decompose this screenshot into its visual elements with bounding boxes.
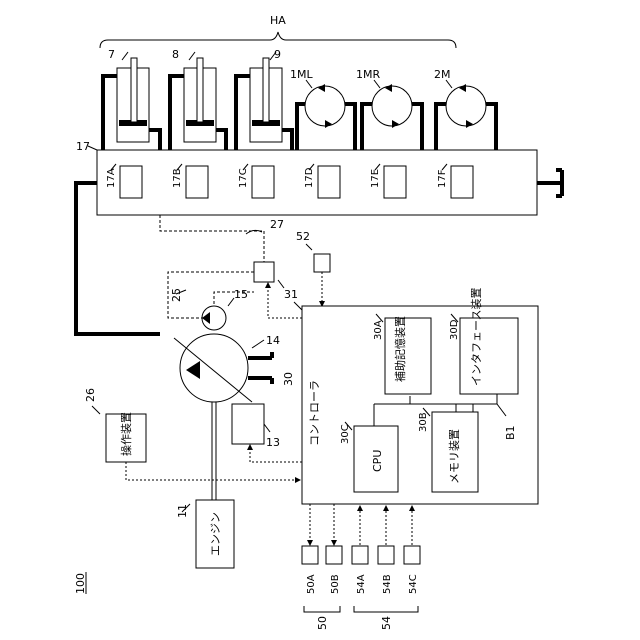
peripheral-50A: 50A (302, 504, 318, 594)
valve-17D-label: 17D (304, 167, 315, 188)
peripheral-50B: 50B (326, 504, 342, 594)
peripheral-54A: 54A (352, 506, 368, 594)
motor-1MR: 1MR (356, 68, 422, 150)
engine-shaft (212, 402, 216, 500)
valve-17B-label: 17B (172, 168, 183, 188)
ha-label: HA (270, 14, 286, 27)
peripheral-54A-label: 54A (356, 574, 367, 594)
engine-ref-label: 11 (176, 504, 189, 518)
valve-31-label: 31 (284, 288, 298, 301)
pilot-pump-15: 15 (202, 288, 248, 330)
pilot-pump-label: 15 (234, 288, 248, 301)
control-valve-block: 17 17A 17B 17C 17D 17E (76, 140, 562, 215)
valve-31: 31 (254, 262, 298, 301)
cpu-ref: 30C (340, 424, 351, 444)
valve-17C-label: 17C (238, 168, 249, 188)
regulator-label: 13 (266, 436, 280, 449)
group-50-bracket: 50 (304, 606, 340, 630)
sensor-52: 52 (296, 230, 330, 306)
motor-2M: 2M (434, 68, 496, 150)
engine-label: エンジン (209, 512, 222, 556)
valve-block-label: 17 (76, 140, 90, 153)
cylinder-9: 9 (236, 48, 292, 150)
signal-line-27-label: 27 (270, 218, 284, 231)
ha-group-brace: HA (100, 14, 456, 48)
motor-1ML: 1ML (290, 68, 355, 150)
controller-30: 30 コントローラ B1 補助記憶装置 30A インタフェース装置 30D CP… (282, 288, 538, 504)
cylinder-7: 7 (103, 48, 160, 150)
main-pump-14: 14 (174, 334, 280, 402)
operation-device-26: 操作装置 26 (84, 388, 300, 480)
main-pump-label: 14 (266, 334, 280, 347)
group-54-label: 54 (380, 616, 393, 630)
cylinder-8: 8 (170, 48, 226, 150)
motor-1MR-label: 1MR (356, 68, 380, 81)
operation-device-label: 操作装置 (119, 412, 133, 456)
group-54-bracket: 54 (354, 606, 418, 630)
interface-label: インタフェース装置 (470, 288, 483, 386)
motor-1ML-label: 1ML (290, 68, 313, 81)
peripheral-54B-label: 54B (382, 574, 393, 594)
peripheral-54C-label: 54C (408, 574, 419, 594)
valve-17A-label: 17A (106, 168, 117, 188)
controller-ref: 30 (282, 372, 295, 386)
motor-2M-label: 2M (434, 68, 451, 81)
peripheral-50B-label: 50B (330, 574, 341, 594)
sensor-52-label: 52 (296, 230, 310, 243)
peripheral-54C: 54C (404, 506, 420, 594)
peripheral-54B: 54B (378, 506, 394, 594)
cpu-label: CPU (371, 450, 384, 472)
system-ref-100: 100 (74, 572, 87, 594)
cylinder-8-label: 8 (172, 48, 179, 61)
engine-11: エンジン 11 (176, 500, 234, 568)
aux-storage-label: 補助記憶装置 (393, 316, 407, 382)
group-50-label: 50 (316, 616, 329, 630)
regulator-13: 13 (232, 404, 302, 462)
peripheral-50A-label: 50A (306, 574, 317, 594)
pilot-line-25-label: 25 (170, 288, 183, 302)
signal-line-27: 27 (160, 215, 284, 262)
valve-17F-label: 17F (437, 169, 448, 188)
cylinder-9-label: 9 (274, 48, 281, 61)
aux-storage-ref: 30A (373, 320, 384, 340)
system-ref-label: 100 (74, 573, 87, 594)
memory-ref: 30B (418, 412, 429, 432)
controller-label: コントローラ (308, 380, 321, 446)
memory-label: メモリ装置 (448, 429, 461, 484)
cylinder-7-label: 7 (108, 48, 115, 61)
valve-17E-label: 17E (370, 169, 381, 188)
operation-device-ref: 26 (84, 388, 97, 402)
interface-ref: 30D (449, 319, 460, 340)
bus-b1-label: B1 (504, 425, 517, 440)
